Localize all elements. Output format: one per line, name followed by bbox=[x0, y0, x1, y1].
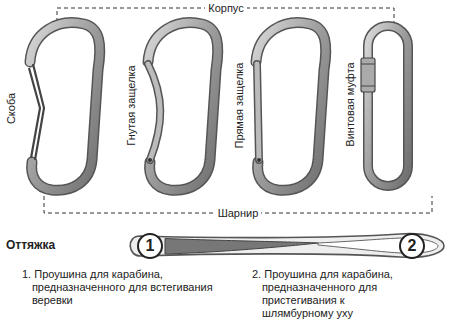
part-heading: Шарнир bbox=[215, 207, 262, 220]
section-heading: Оттяжка bbox=[6, 238, 55, 252]
part-heading: Корпус bbox=[205, 2, 246, 15]
screw-link bbox=[361, 26, 408, 186]
callout-number: 2 bbox=[408, 238, 417, 254]
bent-gate-carabiner bbox=[148, 23, 218, 191]
quickdraw-sling bbox=[130, 234, 444, 258]
callout-description: 1. Проушина для карабина, предназначенно… bbox=[22, 268, 214, 307]
straight-gate-carabiner bbox=[256, 23, 326, 191]
callout-circle: 1 bbox=[137, 233, 163, 259]
callout-circle: 2 bbox=[399, 233, 425, 259]
callout-number: 1 bbox=[146, 238, 155, 254]
part-name: Винтовая муфта bbox=[344, 62, 357, 146]
part-name: Прямая защелка bbox=[233, 62, 246, 148]
wire-gate-carabiner bbox=[29, 23, 100, 191]
callout-description: 2. Проушина для карабина, предназначенно… bbox=[252, 268, 412, 320]
part-name: Гнутая защелка bbox=[124, 65, 137, 145]
part-name: Скоба bbox=[6, 92, 19, 123]
